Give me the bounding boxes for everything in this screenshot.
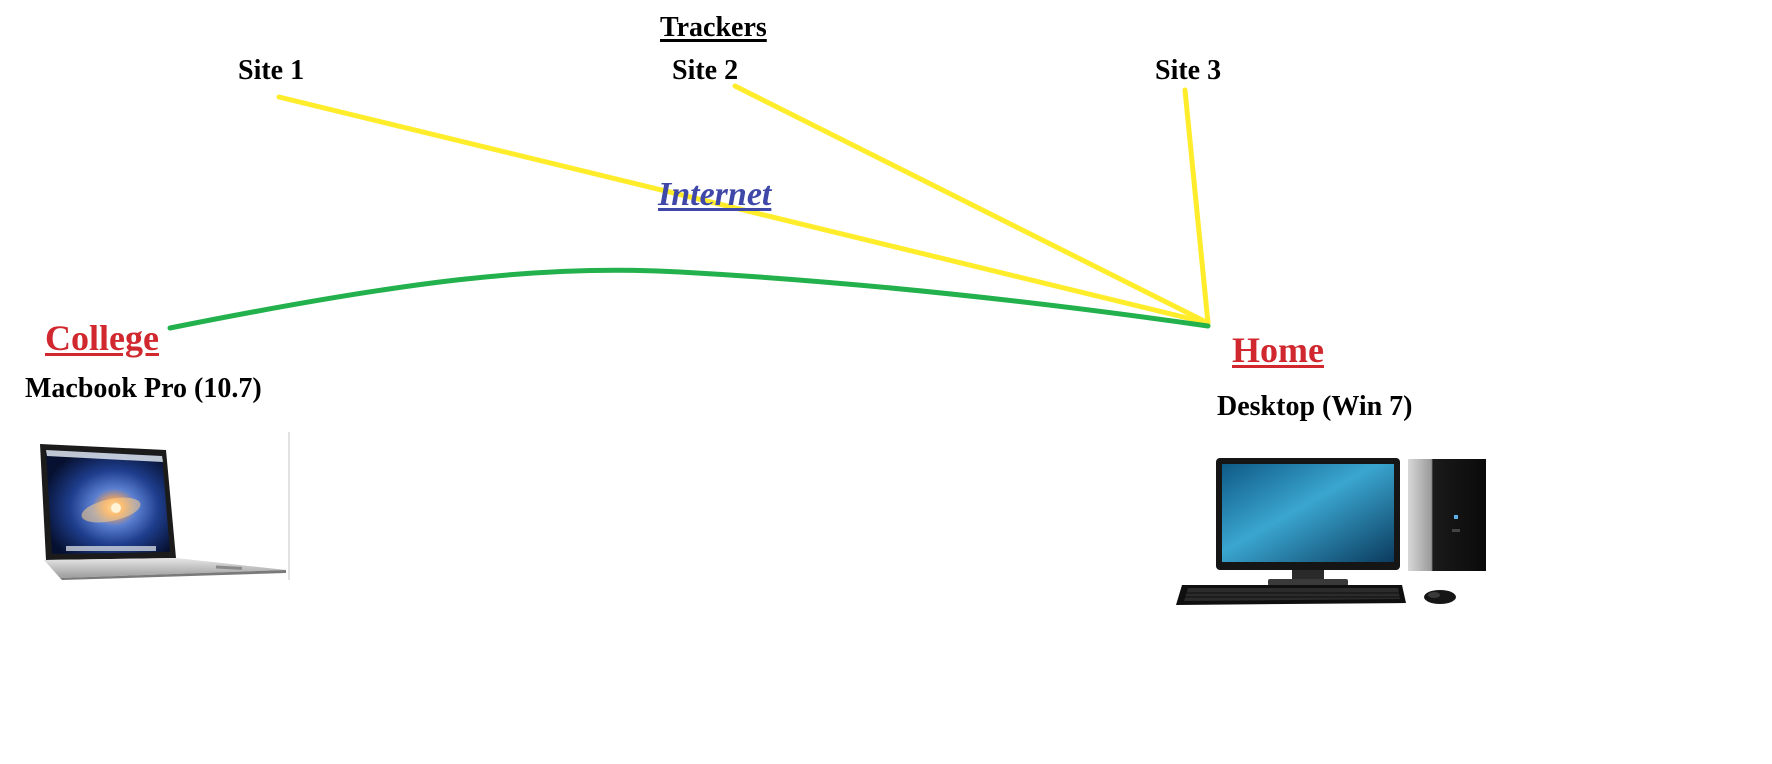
macbook-device-label: Macbook Pro (10.7) bbox=[25, 373, 262, 404]
site-2-label: Site 2 bbox=[672, 55, 739, 86]
internet-link bbox=[167, 267, 1211, 331]
desktop-computer-icon bbox=[1176, 458, 1486, 605]
site-1-label: Site 1 bbox=[238, 55, 305, 86]
home-label: Home bbox=[1232, 330, 1324, 370]
site-3-label: Site 3 bbox=[1155, 55, 1222, 86]
desktop-device-label: Desktop (Win 7) bbox=[1217, 391, 1413, 422]
trackers-heading: Trackers bbox=[660, 12, 767, 43]
tracker-line-site-1 bbox=[276, 94, 1211, 326]
internet-label: Internet bbox=[658, 176, 772, 213]
college-label: College bbox=[45, 318, 159, 358]
tracker-line-site-3 bbox=[1182, 87, 1211, 326]
tracker-line-site-2 bbox=[732, 83, 1211, 326]
laptop-icon bbox=[40, 432, 290, 580]
